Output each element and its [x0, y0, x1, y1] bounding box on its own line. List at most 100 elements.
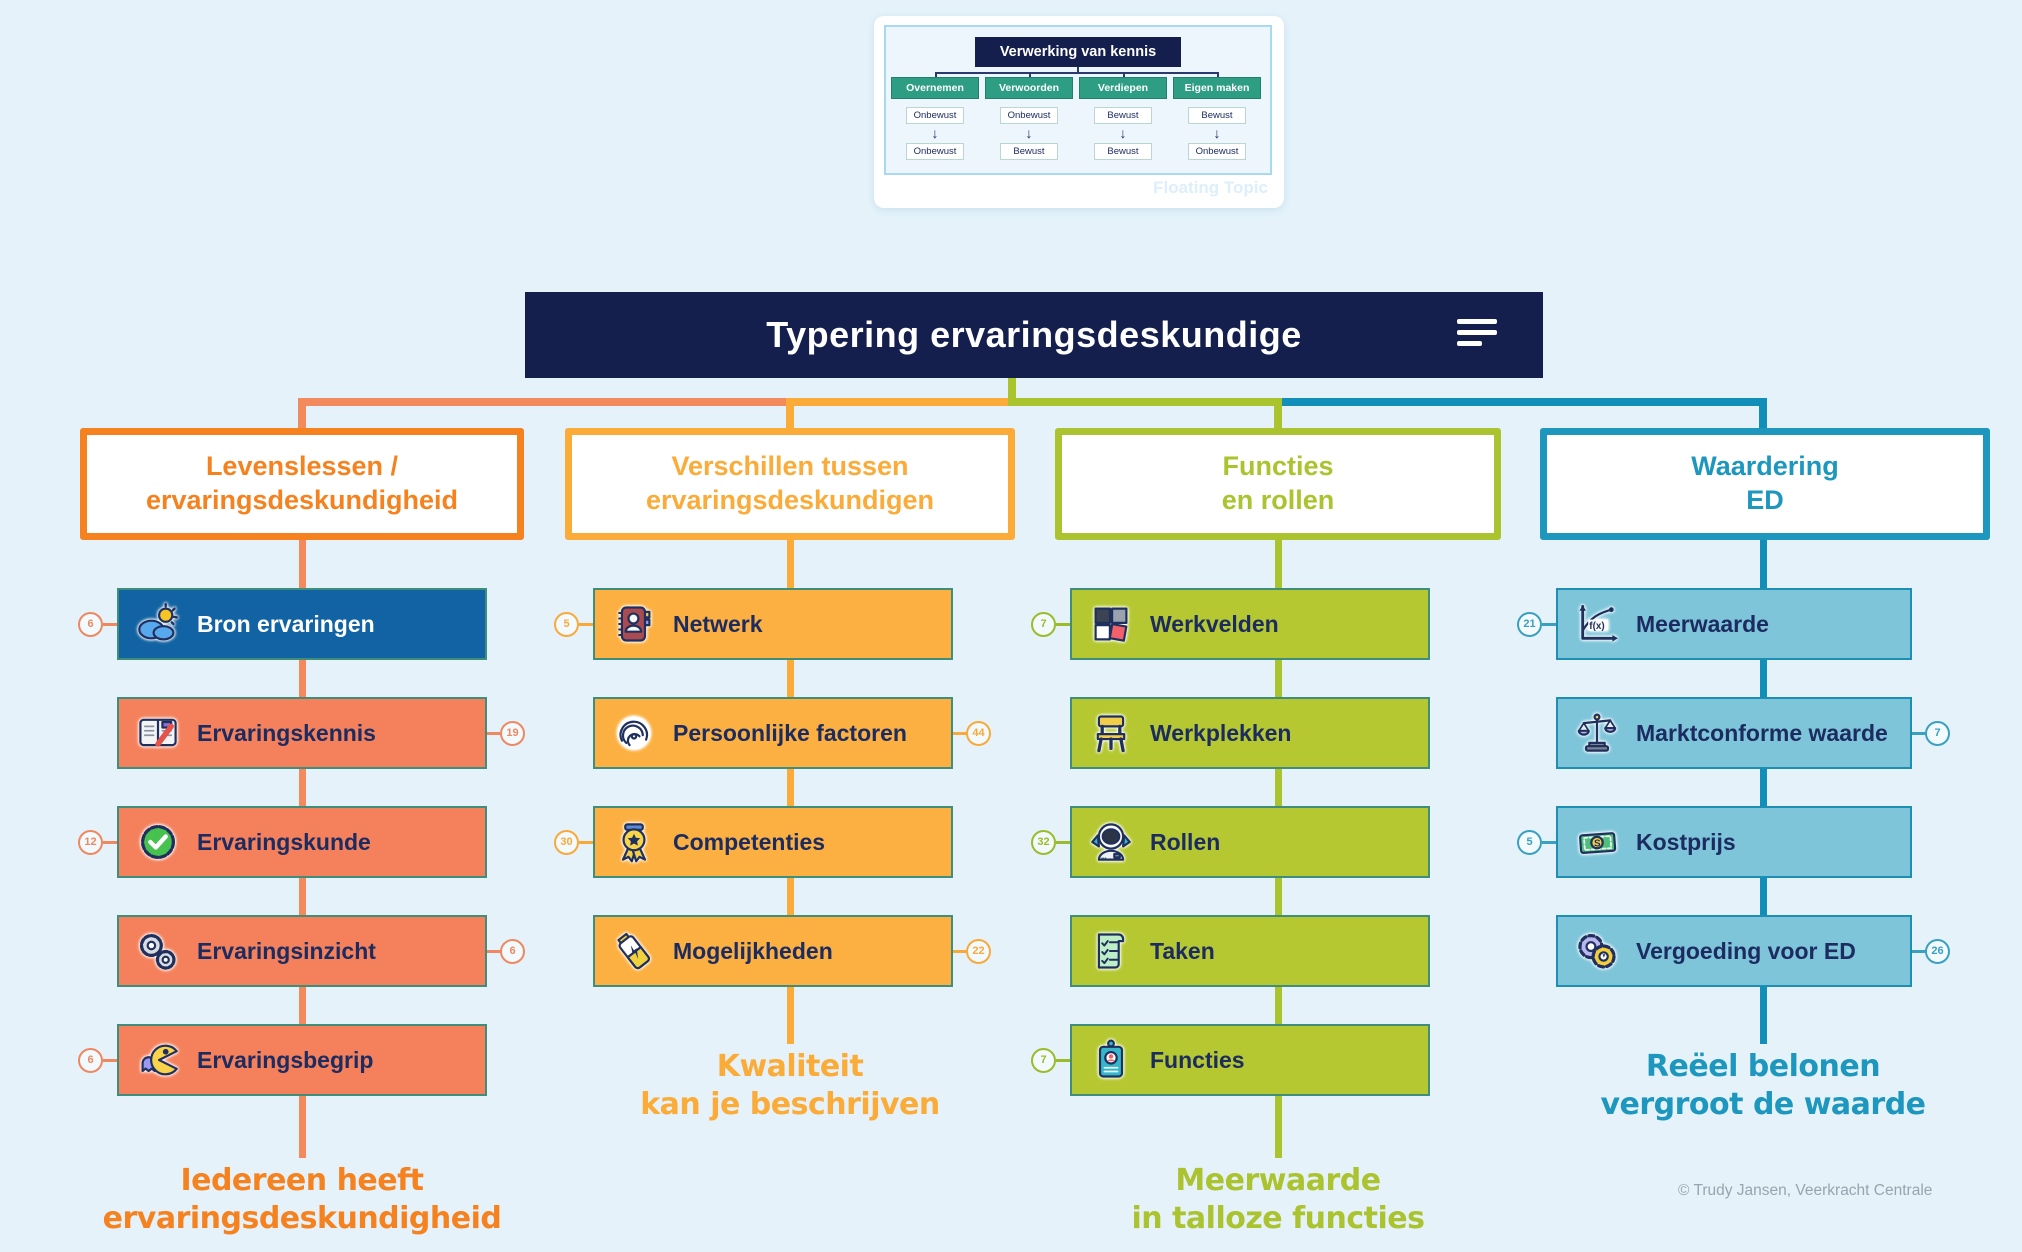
node-count-badge[interactable]: 12 — [78, 829, 103, 855]
footer-line: Iedereen heeft — [180, 1163, 424, 1198]
sun-cloud-icon — [135, 601, 181, 647]
book-pencil-icon — [135, 710, 181, 756]
node-functies-rollen-4[interactable]: Functies — [1070, 1024, 1430, 1096]
node-count-badge[interactable]: 30 — [554, 829, 579, 855]
node-label: Kostprijs — [1636, 828, 1736, 855]
node-levenslessen-3[interactable]: Ervaringsinzicht — [117, 915, 487, 987]
connector-line — [1217, 72, 1219, 78]
address-book-icon — [611, 601, 657, 647]
node-count-badge[interactable]: 6 — [78, 611, 103, 637]
node-count-badge[interactable]: 5 — [1517, 829, 1542, 855]
floating-subtopic-0[interactable]: Overnemen — [892, 78, 978, 98]
central-topic-title: Typering ervaringsdeskundige — [766, 314, 1302, 355]
scales-icon — [1574, 710, 1620, 756]
node-count-badge[interactable]: 21 — [1517, 611, 1542, 637]
node-label: Functies — [1150, 1046, 1245, 1073]
branch-header-line: Levenslessen / — [205, 451, 399, 482]
node-label: Ervaringsinzicht — [197, 937, 376, 964]
floating-leaf-top-2[interactable]: Bewust — [1094, 107, 1152, 124]
node-label: Ervaringskennis — [197, 719, 376, 746]
node-label: Meerwaarde — [1636, 610, 1769, 637]
connector-line — [1077, 67, 1079, 73]
floating-topic-watermark: Floating Topic — [1153, 178, 1268, 197]
node-count-badge[interactable]: 5 — [554, 611, 579, 637]
node-waardering-ed-0[interactable]: f(x) Meerwaarde — [1556, 588, 1912, 660]
badge-connector — [103, 622, 117, 626]
node-waardering-ed-1[interactable]: Marktconforme waarde — [1556, 697, 1912, 769]
node-count-badge[interactable]: 7 — [1031, 611, 1056, 637]
node-label: Competenties — [673, 828, 826, 855]
floating-subtopic-3[interactable]: Eigen maken — [1174, 78, 1260, 98]
svg-text:f(x): f(x) — [1589, 621, 1604, 632]
central-topic[interactable]: Typering ervaringsdeskundige — [525, 292, 1543, 378]
node-functies-rollen-1[interactable]: Werkplekken — [1070, 697, 1430, 769]
node-levenslessen-0[interactable]: Bron ervaringen — [117, 588, 487, 660]
node-levenslessen-4[interactable]: Ervaringsbegrip — [117, 1024, 487, 1096]
footer-line: vergroot de waarde — [1600, 1087, 1926, 1123]
hamburger-icon[interactable] — [1457, 319, 1497, 351]
node-label: Mogelijkheden — [673, 937, 833, 964]
down-arrow-icon: ↓ — [1025, 125, 1033, 141]
node-functies-rollen-0[interactable]: Werkvelden — [1070, 588, 1430, 660]
node-count-badge[interactable]: 7 — [1925, 720, 1950, 746]
floating-subtopic-2[interactable]: Verdiepen — [1080, 78, 1166, 98]
node-label: Taken — [1150, 937, 1215, 964]
node-count-badge[interactable]: 22 — [966, 938, 991, 964]
node-functies-rollen-3[interactable]: Taken — [1070, 915, 1430, 987]
node-functies-rollen-2[interactable]: ... Rollen — [1070, 806, 1430, 878]
floating-topic-title[interactable]: Verwerking van kennis — [975, 37, 1181, 67]
footer-line: Reëel belonen — [1645, 1049, 1881, 1084]
floating-leaf-bottom-2[interactable]: Bewust — [1094, 143, 1152, 160]
node-count-badge[interactable]: 26 — [1925, 938, 1950, 964]
gears-icon — [135, 928, 181, 974]
floating-leaf-bottom-1[interactable]: Bewust — [1000, 143, 1058, 160]
branch-header-levenslessen[interactable]: Levenslessen /ervaringsdeskundigheid — [80, 428, 524, 540]
svg-text:...: ... — [1101, 854, 1107, 861]
node-verschillen-0[interactable]: Netwerk — [593, 588, 953, 660]
footer-line: ervaringsdeskundigheid — [102, 1201, 502, 1237]
id-badge-icon — [1088, 1037, 1134, 1083]
medal-icon — [611, 819, 657, 865]
badge-connector — [103, 1058, 117, 1062]
floating-leaf-bottom-0[interactable]: Onbewust — [906, 143, 964, 160]
node-verschillen-1[interactable]: Persoonlijke factoren — [593, 697, 953, 769]
node-count-badge[interactable]: 44 — [966, 720, 991, 746]
checklist-icon — [1088, 928, 1134, 974]
floating-leaf-top-3[interactable]: Bewust — [1188, 107, 1246, 124]
badge-connector — [1056, 840, 1070, 844]
branch-header-line: en rollen — [1221, 485, 1335, 515]
badge-connector — [953, 731, 967, 735]
node-count-badge[interactable]: 19 — [500, 720, 525, 746]
node-label: Werkvelden — [1150, 610, 1279, 637]
copyright-text: © Trudy Jansen, Veerkracht Centrale — [1678, 1182, 1933, 1199]
node-count-badge[interactable]: 6 — [78, 1047, 103, 1073]
badge-connector — [1542, 840, 1556, 844]
node-count-badge[interactable]: 7 — [1031, 1047, 1056, 1073]
badge-connector — [1912, 731, 1926, 735]
connector-segment — [1008, 398, 1278, 406]
floating-leaf-top-1[interactable]: Onbewust — [1000, 107, 1058, 124]
node-verschillen-2[interactable]: Competenties — [593, 806, 953, 878]
node-levenslessen-1[interactable]: Ervaringskennis — [117, 697, 487, 769]
down-arrow-icon: ↓ — [1119, 125, 1127, 141]
badge-connector — [1912, 949, 1926, 953]
floating-leaf-bottom-3[interactable]: Onbewust — [1188, 143, 1246, 160]
badge-connector — [1056, 1058, 1070, 1062]
floating-leaf-top-0[interactable]: Onbewust — [906, 107, 964, 124]
node-count-badge[interactable]: 32 — [1031, 829, 1056, 855]
node-count-badge[interactable]: 6 — [500, 938, 525, 964]
branch-header-line: Verschillen tussen — [671, 451, 909, 482]
node-label: Rollen — [1150, 828, 1221, 855]
floating-subtopic-1[interactable]: Verwoorden — [986, 78, 1072, 98]
footer-line: in talloze functies — [1131, 1201, 1425, 1237]
node-levenslessen-2[interactable]: Ervaringskunde — [117, 806, 487, 878]
node-verschillen-3[interactable]: Mogelijkheden — [593, 915, 953, 987]
node-waardering-ed-3[interactable]: Vergoeding voor ED — [1556, 915, 1912, 987]
